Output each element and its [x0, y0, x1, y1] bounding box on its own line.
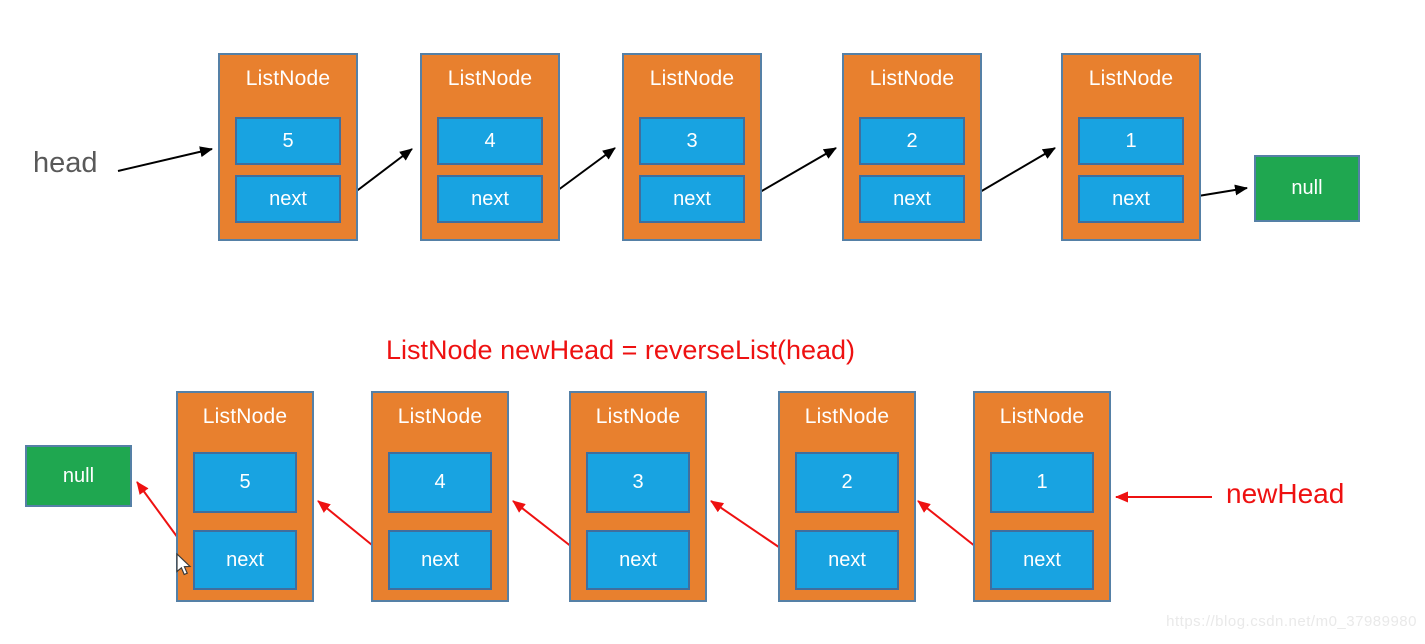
top-node-2: ListNode 2 next — [842, 53, 982, 241]
bottom-null-box: null — [25, 445, 132, 507]
top-node-4: ListNode 4 next — [420, 53, 560, 241]
node-title: ListNode — [397, 405, 483, 428]
value-field: 2 — [859, 117, 965, 165]
bottom-node-4: ListNode 4 next — [371, 391, 509, 602]
node-title: ListNode — [1088, 67, 1174, 90]
next-field: next — [193, 530, 297, 590]
next-field: next — [235, 175, 341, 223]
next-field: next — [1078, 175, 1184, 223]
node-title: ListNode — [595, 405, 681, 428]
watermark-url: https://blog.csdn.net/m0_37989980 — [1166, 613, 1417, 630]
arrow-head-to-node5 — [117, 146, 213, 172]
value-field: 3 — [639, 117, 745, 165]
top-node-5: ListNode 5 next — [218, 53, 358, 241]
value-field: 1 — [1078, 117, 1184, 165]
next-field: next — [388, 530, 492, 590]
value-field: 5 — [193, 452, 297, 513]
value-field: 3 — [586, 452, 690, 513]
node-title: ListNode — [202, 405, 288, 428]
next-field: next — [990, 530, 1094, 590]
next-field: next — [859, 175, 965, 223]
top-node-1: ListNode 1 next — [1061, 53, 1201, 241]
next-field: next — [795, 530, 899, 590]
next-field: next — [639, 175, 745, 223]
bottom-node-3: ListNode 3 next — [569, 391, 707, 602]
next-field: next — [437, 175, 543, 223]
value-field: 5 — [235, 117, 341, 165]
newhead-label: newHead — [1226, 478, 1345, 509]
bottom-node-2: ListNode 2 next — [778, 391, 916, 602]
value-field: 2 — [795, 452, 899, 513]
node-title: ListNode — [869, 67, 955, 90]
value-field: 4 — [388, 452, 492, 513]
head-label: head — [33, 147, 98, 179]
node-title: ListNode — [447, 67, 533, 90]
bottom-node-5: ListNode 5 next — [176, 391, 314, 602]
reverse-expression-label: ListNode newHead = reverseList(head) — [386, 335, 856, 365]
node-title: ListNode — [804, 405, 890, 428]
mouse-cursor-icon — [176, 553, 192, 576]
top-node-3: ListNode 3 next — [622, 53, 762, 241]
bottom-node-1: ListNode 1 next — [973, 391, 1111, 602]
node-title: ListNode — [245, 67, 331, 90]
top-null-box: null — [1254, 155, 1360, 222]
node-title: ListNode — [649, 67, 735, 90]
value-field: 4 — [437, 117, 543, 165]
next-field: next — [586, 530, 690, 590]
node-title: ListNode — [999, 405, 1085, 428]
value-field: 1 — [990, 452, 1094, 513]
